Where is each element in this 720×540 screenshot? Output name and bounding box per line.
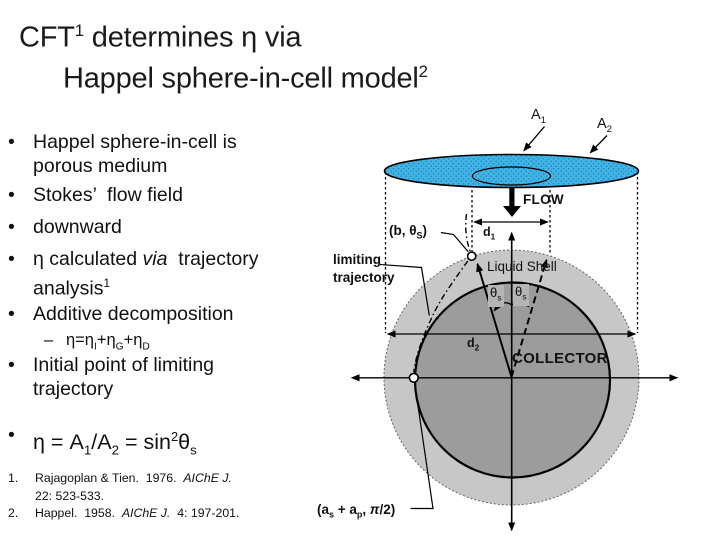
b-thetas-leader-line bbox=[440, 231, 469, 253]
radius-dashed-line bbox=[510, 258, 548, 378]
inlet-tube-ellipse bbox=[471, 166, 552, 186]
a2-pointer-arrow bbox=[589, 135, 608, 154]
bullet-item-additive: • Additive decomposition bbox=[8, 303, 305, 327]
label-theta-s-left: θs bbox=[488, 285, 504, 307]
bullet-text: η calculated via trajectory analysis1 bbox=[33, 248, 259, 299]
bullet-text: Initial point of limiting trajectory bbox=[33, 354, 215, 400]
reference-2: 2. Happel. 1958. AIChE J. 4: 197-201. bbox=[8, 505, 275, 523]
label-d2: d2 bbox=[467, 336, 480, 353]
as-ap-leader-line bbox=[410, 382, 434, 510]
reference-number: 1. bbox=[8, 471, 19, 485]
reference-text: Happel. 1958. AIChE J. 4: 197-201. bbox=[35, 506, 240, 520]
label-theta-s-right: θs bbox=[513, 284, 529, 306]
label-as-ap: (as + ap, π/2) bbox=[317, 502, 396, 520]
reference-number: 2. bbox=[8, 506, 19, 520]
bullet-item-eta-trajectory: • η calculated via trajectory analysis1 bbox=[8, 248, 305, 301]
b-thetas-point bbox=[466, 251, 477, 262]
a1-pointer-arrow bbox=[523, 126, 545, 152]
bullet-item-initial-point: • Initial point of limiting trajectory bbox=[8, 354, 305, 401]
bullet-marker: • bbox=[8, 131, 15, 153]
sub-bullet-marker: – bbox=[44, 331, 54, 349]
reference-1: 1. Rajagoplan & Tien. 1976. AIChE J. 22:… bbox=[8, 470, 275, 505]
bullet-text: Stokes’ flow field bbox=[33, 184, 183, 206]
bullet-marker: • bbox=[8, 248, 15, 270]
label-a1: A1 bbox=[531, 107, 546, 126]
limiting-trajectory-curve bbox=[413, 213, 471, 373]
slide-title-line2: Happel sphere-in-cell model2 bbox=[63, 62, 428, 95]
label-collector: COLLECTOR bbox=[512, 350, 608, 367]
reference-text: Rajagoplan & Tien. 1976. AIChE J. 22: 52… bbox=[35, 471, 232, 503]
label-liquid-shell: Liquid Shell bbox=[487, 259, 557, 274]
bullet-marker: • bbox=[8, 424, 15, 446]
bullet-text: Additive decomposition bbox=[33, 303, 234, 325]
bullet-marker: • bbox=[8, 354, 15, 376]
label-limiting-trajectory: limiting trajectory bbox=[333, 252, 395, 285]
label-flow: FLOW bbox=[523, 192, 564, 207]
flow-arrow bbox=[503, 187, 521, 217]
bullet-item-stokes: • Stokes’ flow field bbox=[8, 184, 305, 208]
bullet-text: downward bbox=[33, 216, 122, 238]
bullet-marker: • bbox=[8, 184, 15, 206]
sub-bullet-text: η=ηI+ηG+ηD bbox=[66, 331, 150, 353]
bullet-item-eta-equation: • η = A1/A2 = sin2θs bbox=[8, 424, 305, 462]
sub-bullet-eta-decomposition: – η=ηI+ηG+ηD bbox=[44, 331, 286, 356]
label-b-thetas: (b, θS) bbox=[389, 223, 427, 241]
bullet-item-happel: • Happel sphere-in-cell is porous medium bbox=[8, 131, 305, 178]
slide-title-line1: CFT1 determines η via bbox=[19, 21, 302, 54]
bullet-item-downward: • downward bbox=[8, 216, 305, 240]
bullet-marker: • bbox=[8, 216, 15, 238]
label-a2: A2 bbox=[597, 116, 612, 135]
limiting-trajectory-leader-line bbox=[379, 263, 430, 316]
bullet-marker: • bbox=[8, 303, 15, 325]
as-ap-point bbox=[408, 372, 419, 383]
radius-solid-line bbox=[476, 262, 513, 378]
bullet-text: η = A1/A2 = sin2θs bbox=[33, 429, 197, 458]
bullet-text: Happel sphere-in-cell is porous medium bbox=[33, 131, 237, 177]
label-d1: d1 bbox=[483, 225, 496, 242]
